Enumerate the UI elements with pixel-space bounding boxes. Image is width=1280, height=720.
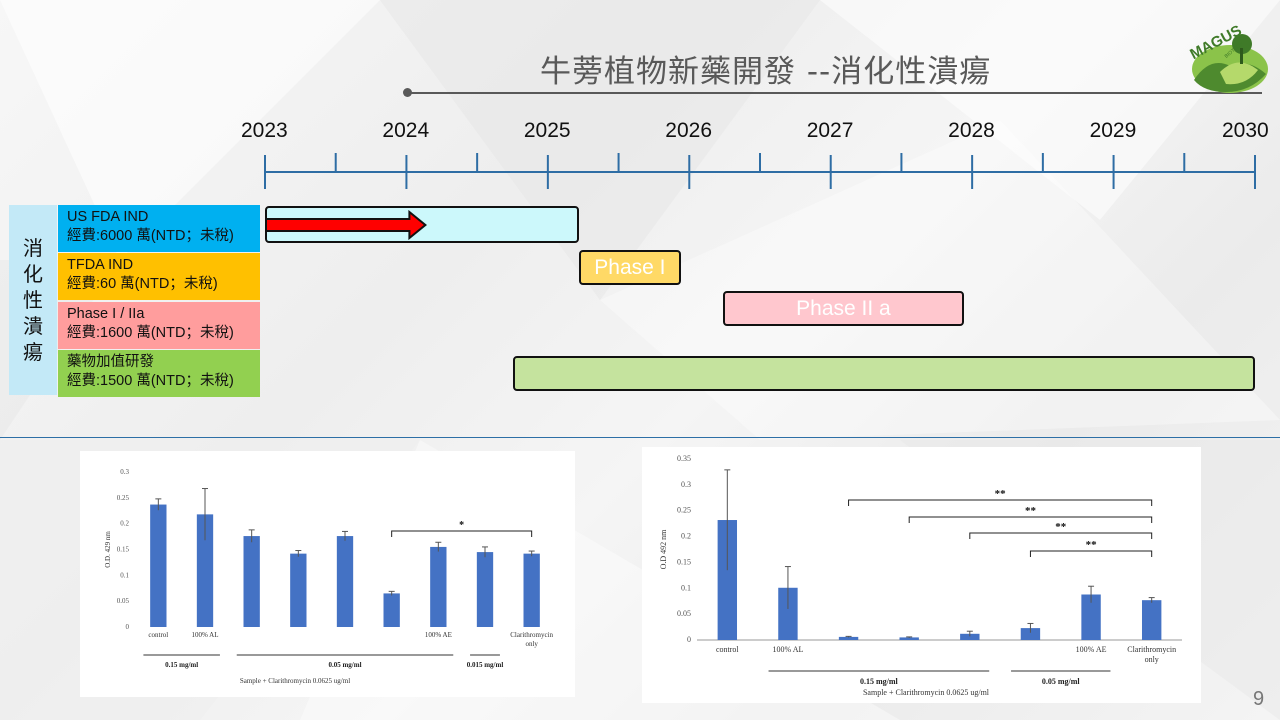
bar xyxy=(778,587,798,640)
x-category-label: control xyxy=(716,645,739,654)
y-tick-label: 0.1 xyxy=(120,571,129,579)
timeline-axis xyxy=(264,153,1256,189)
section-divider xyxy=(0,437,1280,438)
y-tick-label: 0.25 xyxy=(117,494,130,502)
y-axis-label: O.D 492 nm xyxy=(659,529,668,570)
gantt-bar-label: Phase I xyxy=(594,255,666,279)
y-tick-label: 0.05 xyxy=(117,597,130,605)
significance-label: ** xyxy=(1055,521,1067,533)
y-tick-label: 0.05 xyxy=(677,609,691,618)
timeline-year-label: 2023 xyxy=(241,119,288,142)
row-task-cost: 經費:1600 萬(NTD；未稅) xyxy=(67,325,234,341)
page-title: 牛蒡植物新藥開發 --消化性潰瘍 xyxy=(540,54,992,90)
bar xyxy=(1081,594,1101,640)
title-underline xyxy=(407,92,1262,94)
bar-chart-od429: 0 0.05 0.1 0.15 0.2 0.25 0.3O.D. 429 nm control… xyxy=(104,468,554,685)
bar xyxy=(430,546,447,627)
y-tick-label: 0 xyxy=(687,635,691,644)
y-tick-label: 0.35 xyxy=(677,454,691,463)
significance-label: ** xyxy=(995,488,1007,500)
y-tick-label: 0.2 xyxy=(681,532,691,541)
bar xyxy=(243,536,260,627)
bar xyxy=(336,536,354,627)
gantt-bar: Phase I xyxy=(578,250,681,285)
row-task-name: Phase I / IIa xyxy=(67,306,145,322)
timeline-year-label: 2028 xyxy=(948,119,995,142)
x-category-label: control xyxy=(148,631,168,639)
significance-label: ** xyxy=(1025,505,1037,517)
bar xyxy=(1141,600,1162,640)
timeline-row-label: US FDA IND 經費:6000 萬(NTD；未稅) xyxy=(58,205,260,252)
timeline-row-label: 藥物加值研發經費:1500 萬(NTD；未稅) xyxy=(58,350,260,397)
gantt-bar-label: Phase II a xyxy=(796,296,891,320)
y-tick-label: 0 xyxy=(126,623,130,631)
bar xyxy=(150,504,167,627)
significance-bracket xyxy=(848,499,1153,506)
bar xyxy=(838,636,859,640)
timeline-year-label: 2029 xyxy=(1089,119,1137,142)
magus-logo-icon: MAGUS BIOTECH xyxy=(1187,22,1268,93)
y-tick-label: 0.3 xyxy=(120,468,129,476)
group-label: 0.15 mg/ml xyxy=(860,677,899,686)
significance-label: ** xyxy=(1086,539,1098,551)
y-axis-label: O.D. 429 nm xyxy=(104,531,112,568)
page-number: 9 xyxy=(1253,688,1265,710)
row-task-cost: 經費:6000 萬(NTD；未稅) xyxy=(67,228,234,244)
x-category-label: 100% AE xyxy=(1076,645,1107,654)
group-label: 0.05 mg/ml xyxy=(328,661,361,669)
y-tick-label: 0.25 xyxy=(677,506,691,515)
y-tick-label: 0.15 xyxy=(117,546,130,554)
row-task-cost: 經費:1500 萬(NTD；未稅) xyxy=(67,373,234,389)
bar xyxy=(960,633,980,640)
disease-label: 消化性潰瘍 xyxy=(9,205,57,395)
bar xyxy=(899,637,919,640)
y-tick-label: 0.15 xyxy=(677,557,691,566)
group-label: 0.15 mg/ml xyxy=(165,661,198,669)
row-task-cost: 經費:60 萬(NTD；未稅) xyxy=(67,276,218,292)
x-category-label: 100% AL xyxy=(772,645,803,654)
significance-bracket xyxy=(908,516,1153,523)
bar xyxy=(1020,628,1041,640)
x-axis-label: Sample + Clarithromycin 0.0625 ug/ml xyxy=(240,677,350,685)
x-category-label: Clarithromycin xyxy=(1127,645,1176,654)
gantt-bar xyxy=(512,356,1255,391)
y-tick-label: 0.2 xyxy=(120,520,129,528)
group-label: 0.015 mg/ml xyxy=(467,661,504,669)
x-axis-label: Sample + Clarithromycin 0.0625 ug/ml xyxy=(863,688,990,697)
gantt-bar: Phase II a xyxy=(723,291,964,326)
bar xyxy=(476,552,494,627)
group-label: 0.05 mg/ml xyxy=(1042,677,1081,686)
bar xyxy=(290,553,307,627)
row-task-name: TFDA IND xyxy=(67,257,134,273)
significance-label: * xyxy=(459,520,464,531)
x-category-label: 100% AL xyxy=(191,631,218,639)
bar-chart-od492: 0 0.05 0.1 0.15 0.2 0.25 0.3 0.35O.D 492 nm cont… xyxy=(659,454,1182,697)
bar xyxy=(383,593,400,627)
bar xyxy=(196,514,214,627)
timeline-row-label: Phase I / IIa 經費:1600 萬(NTD；未稅) xyxy=(58,302,260,349)
significance-bracket xyxy=(391,530,533,537)
timeline-year-label: 2024 xyxy=(382,119,430,142)
significance-bracket xyxy=(969,532,1153,539)
y-tick-label: 0.1 xyxy=(681,583,691,592)
bar xyxy=(717,520,738,640)
significance-bracket xyxy=(1029,550,1153,557)
timeline-year-label: 2025 xyxy=(523,119,571,142)
x-category-label: only xyxy=(1145,655,1159,664)
bar xyxy=(523,553,540,627)
progress-arrow-icon xyxy=(265,210,427,240)
timeline-year-label: 2030 xyxy=(1222,119,1269,142)
x-category-label: 100% AE xyxy=(425,631,452,639)
timeline-year-label: 2026 xyxy=(665,119,712,142)
y-tick-label: 0.3 xyxy=(681,480,691,489)
timeline-row-label: TFDA IND 經費:60 萬(NTD；未稅) xyxy=(58,253,260,300)
row-task-name: US FDA IND xyxy=(67,209,149,225)
x-category-label: only xyxy=(525,640,538,648)
row-task-name: 藥物加值研發 xyxy=(67,354,154,370)
x-category-label: Clarithromycin xyxy=(510,631,553,639)
timeline-year-label: 2027 xyxy=(806,119,854,142)
